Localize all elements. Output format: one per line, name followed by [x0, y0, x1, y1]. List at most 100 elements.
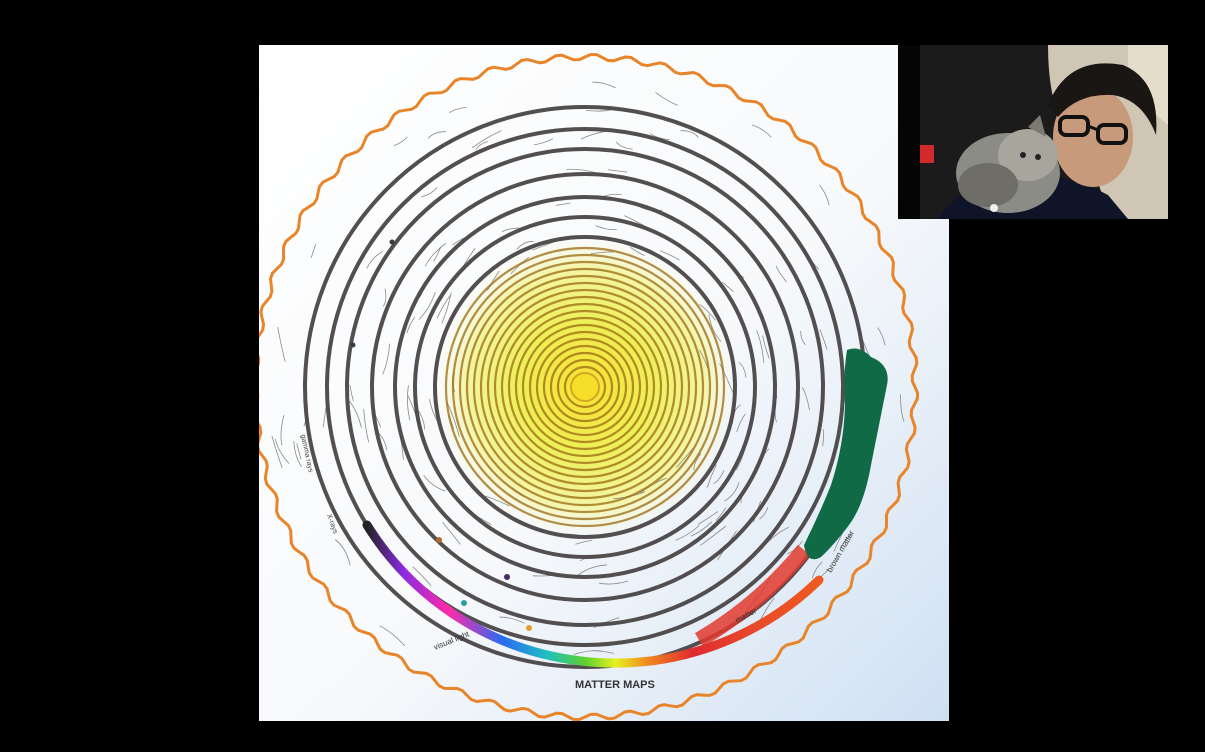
sketch-line	[819, 329, 828, 350]
spiral-ring	[451, 253, 719, 521]
sketch-line	[802, 387, 810, 411]
sketch-line	[418, 410, 425, 430]
sketch-line	[471, 130, 502, 149]
sketch-line	[580, 130, 606, 140]
spiral-ring	[528, 330, 642, 444]
person-with-cat-icon	[898, 45, 1168, 219]
spiral-ring	[507, 309, 663, 465]
spiral-ring	[444, 246, 726, 528]
sketch-line	[577, 564, 608, 576]
sketch-line	[412, 566, 432, 587]
sketch-line	[608, 169, 628, 173]
marker-dot	[461, 600, 467, 606]
sketch-line	[277, 327, 286, 362]
sketch-line	[418, 292, 436, 320]
spiral-ring	[325, 127, 845, 647]
sketch-line	[363, 409, 370, 443]
spiral-ring	[370, 172, 800, 602]
sketch-line	[690, 521, 712, 537]
sketch-line	[575, 539, 593, 545]
sketch-line	[436, 294, 452, 319]
sketch-line	[486, 270, 500, 291]
spiral-ring	[563, 365, 607, 409]
marker-dot	[350, 342, 356, 348]
sketch-line	[349, 401, 362, 428]
sketch-line	[433, 247, 442, 262]
sketch-line	[775, 265, 787, 283]
sketch-line	[655, 91, 678, 106]
sketch-line	[406, 316, 416, 333]
sketch-line	[599, 580, 629, 585]
spiral-ring	[472, 274, 698, 500]
sketch-line	[660, 250, 680, 261]
sketch-line	[693, 453, 702, 471]
spiral-ring	[458, 260, 712, 514]
green-blob	[804, 348, 888, 560]
spiral-ring	[465, 267, 705, 507]
sketch-line	[407, 385, 411, 421]
sketch-line	[592, 81, 616, 89]
spiral-diagram: MATTER MAPS visual light matter brown ma…	[259, 45, 949, 721]
sketch-line	[650, 133, 670, 141]
spiral-ring	[345, 147, 825, 627]
sketch-line	[499, 616, 525, 624]
sketch-line	[427, 131, 446, 139]
sketch-line	[449, 107, 467, 114]
sketch-line	[271, 435, 283, 469]
sketch-line	[762, 335, 770, 359]
sketch-line	[379, 625, 405, 647]
sketch-line	[382, 288, 387, 307]
sketch-line	[516, 240, 534, 250]
sketch-line	[421, 187, 438, 198]
sketch-line	[393, 136, 408, 146]
sketch-line	[822, 429, 825, 447]
sketch-line	[441, 292, 452, 324]
spiral-ring	[500, 302, 670, 472]
sketch-line	[738, 361, 747, 378]
sketch-line	[349, 384, 354, 402]
sketch-line	[447, 403, 460, 437]
spiral-ring	[535, 337, 635, 437]
sketch-line	[706, 464, 717, 488]
sketch-line	[586, 109, 612, 112]
sketch-line	[280, 414, 285, 446]
sketch-line	[900, 394, 905, 423]
sketch-line	[334, 539, 351, 566]
sketch-line	[442, 521, 461, 545]
center-sun	[570, 372, 600, 402]
sketch-line	[697, 511, 719, 525]
sketch-line	[382, 343, 390, 375]
sketch-line	[736, 413, 746, 433]
sketch-line	[366, 251, 383, 269]
sketch-line	[719, 363, 734, 393]
marker-dot	[436, 537, 442, 543]
spiral-ring	[521, 323, 649, 451]
spectrum-arc	[362, 520, 824, 668]
sketch-line	[839, 533, 854, 549]
sketch-line	[595, 225, 617, 231]
outer-ring-path	[259, 52, 920, 721]
spiral-ring	[514, 316, 656, 458]
sketch-line	[590, 251, 614, 255]
marker-dot	[504, 574, 510, 580]
sketch-line	[423, 474, 446, 492]
sketch-line	[296, 443, 302, 460]
red-smear	[694, 544, 811, 647]
sketch-line	[475, 141, 489, 150]
sketch-line	[675, 525, 700, 541]
sketch-line	[800, 330, 806, 346]
sketch-line	[573, 650, 602, 655]
webcam-overlay	[898, 45, 1168, 219]
sketch-line	[293, 441, 302, 468]
sketch-line	[533, 138, 554, 145]
sketch-line	[722, 281, 734, 292]
sketch-line	[556, 202, 571, 206]
sketch-line	[877, 327, 886, 346]
sketch-line	[713, 470, 725, 485]
sketch-line	[759, 507, 769, 520]
marker-dot	[389, 239, 395, 245]
spectrum-label: MATTER MAPS	[575, 679, 655, 691]
spiral-ring	[413, 215, 757, 559]
spiral-ring	[479, 281, 691, 493]
